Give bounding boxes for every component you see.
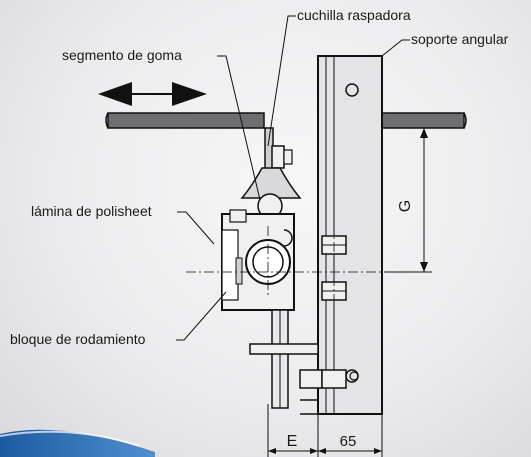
decorative-swoosh-highlight (0, 430, 141, 447)
dimension-g-label: G (397, 200, 414, 212)
label-bearing-block: bloque de rodamiento (10, 331, 146, 347)
angle-bracket (300, 55, 383, 415)
mounting-bolts (299, 235, 359, 389)
dimension-g (384, 127, 432, 273)
bearing-block (221, 209, 295, 311)
dimension-bottom (267, 404, 383, 457)
dimension-65-label: 65 (340, 433, 357, 450)
conveyor-belt (105, 112, 467, 129)
label-polisheet: lámina de polisheet (31, 203, 152, 219)
dimension-e-label: E (287, 433, 298, 450)
rubber-segment (240, 167, 302, 219)
support-shaft (249, 309, 319, 409)
direction-arrow-icon (98, 82, 207, 106)
scraper-blade (264, 127, 293, 175)
label-angle-bracket: soporte angular (411, 31, 509, 47)
label-rubber-segment: segmento de goma (62, 47, 182, 63)
leader-lines (176, 15, 410, 341)
decorative-swoosh (0, 429, 155, 457)
label-scraper-blade: cuchilla raspadora (297, 7, 411, 23)
